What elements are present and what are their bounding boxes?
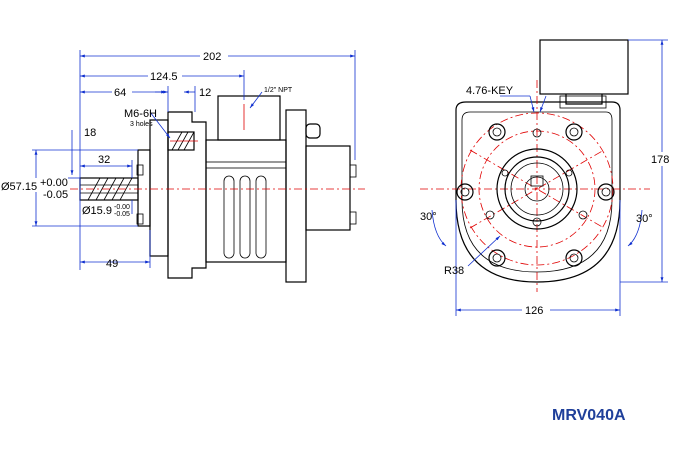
main-body [205, 139, 287, 263]
dim-18: 18 [84, 127, 96, 139]
dim-32: 32 [98, 154, 110, 166]
dim-overall-length: 202 [203, 51, 221, 63]
dim-dia-57: Ø57.15 [1, 181, 37, 193]
hub-outer [496, 148, 578, 230]
npt-label: 1/2" NPT [264, 87, 293, 94]
front-housing [455, 101, 621, 283]
dim-dia-15: Ø15.9 [82, 205, 112, 217]
rear-cap [305, 145, 351, 231]
tol-small-minus: -0.05 [114, 211, 130, 218]
side-view [32, 50, 365, 283]
dim-126: 126 [525, 305, 543, 317]
dim-49: 49 [106, 258, 118, 270]
top-boss [217, 95, 281, 141]
top-box [539, 39, 629, 95]
front-pilot [137, 149, 151, 227]
tol-plus: +0.00 [40, 177, 68, 189]
front-view [420, 39, 668, 316]
front-cover [149, 119, 169, 257]
rear-flange [285, 109, 307, 283]
radius-label: R38 [444, 265, 464, 277]
angle-left: 30° [420, 211, 437, 223]
model-number: MRV040A [552, 407, 626, 424]
cooling-fins [223, 175, 267, 259]
dim-124-5: 124.5 [150, 71, 178, 83]
bolt-holes-inner [485, 128, 588, 227]
thread-label: M6-6H [124, 108, 157, 120]
dim-64: 64 [114, 87, 126, 99]
tol-minus: -0.05 [43, 189, 68, 201]
tol-small-plus: -0.00 [114, 204, 130, 211]
dim-12: 12 [199, 87, 211, 99]
key-label: 4.76-KEY [466, 85, 514, 97]
bolt-holes-outer [456, 123, 615, 267]
thread-holes-label: 3 holes [130, 121, 153, 128]
angle-right: 30° [636, 213, 653, 225]
dim-178: 178 [651, 154, 669, 166]
bearing-housing [167, 111, 207, 279]
